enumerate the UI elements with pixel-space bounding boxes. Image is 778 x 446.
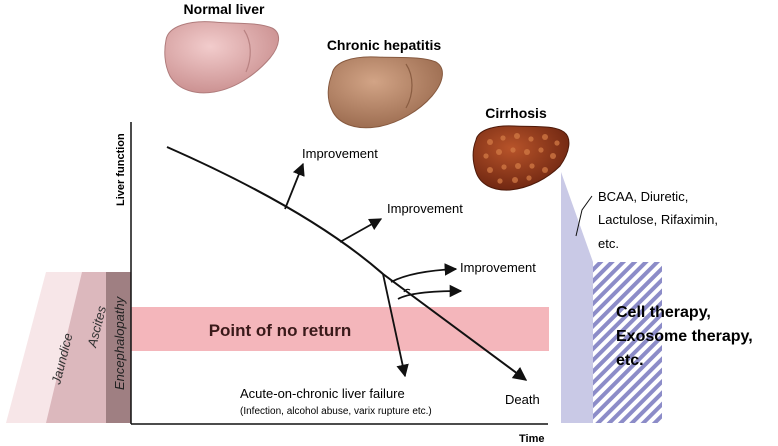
encephalopathy-label: Encephalopathy [112, 295, 127, 390]
cell-therapy-line-2: Exosome therapy, [616, 328, 753, 345]
cell-therapy-region [593, 262, 662, 423]
treatment-line-1: BCAA, Diuretic, [598, 189, 688, 204]
stage-title-normal: Normal liver [184, 1, 265, 17]
treatment-leader-line [575, 195, 593, 237]
y-axis-label: Liver function [115, 133, 127, 206]
aclf-arrow [382, 273, 409, 378]
aclf-causes: (Infection, alcohol abuse, varix rupture… [240, 406, 432, 417]
death-label: Death [505, 392, 540, 407]
aclf-title: Acute-on-chronic liver failure [240, 386, 405, 401]
decline-curve [166, 146, 528, 381]
stage-title-chronic: Chronic hepatitis [327, 37, 442, 53]
chronic-hepatitis-liver-image [327, 56, 443, 129]
x-axis-label: Time [519, 433, 544, 445]
cell-therapy-line-1: Cell therapy, [616, 304, 711, 321]
improvement-label-3: Improvement [460, 260, 536, 275]
point-of-no-return-label: Point of no return [209, 321, 352, 340]
crossover-hop [403, 288, 411, 293]
ascites-bar [46, 272, 106, 423]
treatment-line-3: etc. [598, 236, 619, 251]
cirrhosis-liver-image [472, 125, 570, 191]
stage-title-cirrhosis: Cirrhosis [485, 105, 547, 121]
improvement-arrow-3a [390, 263, 458, 283]
improvement-label-1: Improvement [302, 146, 378, 161]
improvement-label-2: Improvement [387, 201, 463, 216]
cell-therapy-line-3: etc. [616, 352, 644, 369]
improvement-arrow-1 [284, 162, 305, 210]
treatment-line-2: Lactulose, Rifaximin, [598, 212, 718, 227]
improvement-arrow-3b [397, 284, 463, 300]
standard-treatment-wedge [561, 172, 593, 423]
improvement-arrow-2 [339, 218, 383, 243]
point-of-no-return-band [131, 307, 549, 351]
normal-liver-image [164, 21, 279, 94]
encephalopathy-bar [106, 272, 131, 423]
